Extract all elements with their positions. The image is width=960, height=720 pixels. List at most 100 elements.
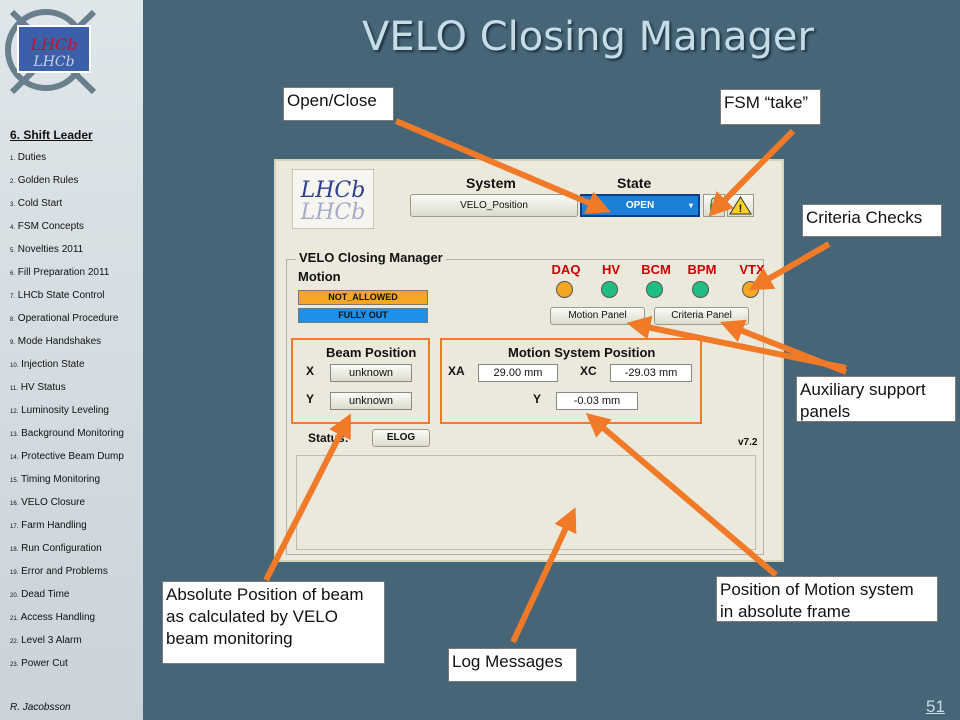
- motion-panel-button[interactable]: Motion Panel: [550, 307, 645, 325]
- callout-aux-line-2: panels: [800, 402, 851, 421]
- log-messages-area[interactable]: [296, 455, 756, 550]
- section-title[interactable]: 6. Shift Leader: [10, 128, 93, 142]
- sidebar-item-label: Golden Rules: [17, 175, 79, 186]
- system-button[interactable]: VELO_Position: [410, 194, 578, 217]
- sidebar-item[interactable]: 8. Operational Procedure: [10, 313, 124, 336]
- beam-position-highlight: [291, 338, 430, 424]
- sidebar-item[interactable]: 3. Cold Start: [10, 198, 124, 221]
- sidebar-item[interactable]: 10. Injection State: [10, 359, 124, 382]
- callout-aux-panels: Auxiliary support panels: [796, 376, 956, 422]
- sidebar-item-label: Farm Handling: [21, 520, 87, 531]
- sidebar-item-label: Protective Beam Dump: [21, 451, 124, 462]
- sidebar-item[interactable]: 23. Power Cut: [10, 658, 124, 681]
- sidebar-item-number: 11.: [10, 386, 18, 392]
- sidebar-item[interactable]: 12. Luminosity Leveling: [10, 405, 124, 428]
- not-allowed-badge: NOT_ALLOWED: [298, 290, 428, 305]
- sidebar-item[interactable]: 14. Protective Beam Dump: [10, 451, 124, 474]
- beam-y-value: unknown: [330, 392, 412, 410]
- indicator-led[interactable]: [742, 281, 759, 298]
- sidebar-item-number: 19.: [10, 570, 19, 576]
- sidebar-item[interactable]: 5. Novelties 2011: [10, 244, 124, 267]
- sidebar-item-number: 20.: [10, 593, 19, 599]
- sidebar-item[interactable]: 11. HV Status: [10, 382, 124, 405]
- sidebar-item[interactable]: 13. Background Monitoring: [10, 428, 124, 451]
- indicator-led[interactable]: [646, 281, 663, 298]
- sidebar-item[interactable]: 7. LHCb State Control: [10, 290, 124, 313]
- sidebar-item-number: 14.: [10, 455, 19, 461]
- sidebar-item[interactable]: 18. Run Configuration: [10, 543, 124, 566]
- sidebar-item[interactable]: 16. VELO Closure: [10, 497, 124, 520]
- sidebar-item-label: Luminosity Leveling: [21, 405, 109, 416]
- sidebar-item[interactable]: 19. Error and Problems: [10, 566, 124, 589]
- indicator-label: BPM: [687, 262, 717, 277]
- sidebar-item[interactable]: 21. Access Handling: [10, 612, 124, 635]
- sidebar-item-number: 5.: [10, 248, 16, 254]
- y-label: Y: [533, 392, 542, 406]
- sidebar-item-label: Level 3 Alarm: [21, 635, 82, 646]
- sidebar-item-number: 21.: [10, 616, 19, 622]
- criteria-panel-button[interactable]: Criteria Panel: [654, 307, 749, 325]
- state-dropdown[interactable]: OPEN ▾: [580, 194, 700, 217]
- page-number[interactable]: 51: [926, 697, 945, 716]
- sidebar-item[interactable]: 2. Golden Rules: [10, 175, 124, 198]
- sidebar-item[interactable]: 20. Dead Time: [10, 589, 124, 612]
- sidebar-item-label: Timing Monitoring: [20, 474, 101, 485]
- indicator-led[interactable]: [692, 281, 709, 298]
- group-title: VELO Closing Manager: [296, 250, 446, 265]
- callout-motion-line-2: in absolute frame: [720, 602, 851, 621]
- sidebar-item-number: 7.: [10, 294, 16, 300]
- sidebar-item-number: 16.: [10, 501, 19, 507]
- callout-beam-line-2: as calculated by VELO: [166, 607, 338, 626]
- sidebar-item-number: 18.: [10, 547, 19, 553]
- logo-text: LHCb: [29, 35, 77, 54]
- sidebar-item[interactable]: 15. Timing Monitoring: [10, 474, 124, 497]
- sidebar-item-number: 1.: [10, 156, 16, 162]
- state-label: State: [617, 175, 652, 191]
- svg-text:!: !: [739, 203, 743, 215]
- callout-aux-line-1: Auxiliary support: [800, 380, 926, 399]
- callout-beam-line-3: beam monitoring: [166, 629, 293, 648]
- sidebar-item[interactable]: 4. FSM Concepts: [10, 221, 124, 244]
- motion-system-highlight: [440, 338, 702, 424]
- sidebar-item-number: 15.: [10, 478, 19, 484]
- sidebar-item[interactable]: 9. Mode Handshakes: [10, 336, 124, 359]
- sidebar-item-label: LHCb State Control: [17, 290, 105, 301]
- callout-log-messages: Log Messages: [448, 648, 577, 682]
- warning-icon[interactable]: !: [727, 194, 754, 217]
- sidebar-item[interactable]: 17. Farm Handling: [10, 520, 124, 543]
- sidebar-item-label: Dead Time: [21, 589, 70, 600]
- sidebar-item[interactable]: 22. Level 3 Alarm: [10, 635, 124, 658]
- indicator-label: DAQ: [551, 262, 581, 277]
- callout-criteria-checks: Criteria Checks: [802, 204, 942, 237]
- sidebar-item-label: Run Configuration: [21, 543, 102, 554]
- beam-x-value: unknown: [330, 364, 412, 382]
- sidebar-item-number: 4.: [10, 225, 16, 231]
- sidebar-item-number: 6.: [10, 271, 16, 277]
- callout-motion-line-1: Position of Motion system: [720, 580, 914, 599]
- fully-out-badge: FULLY OUT: [298, 308, 428, 323]
- callout-motion-position: Position of Motion system in absolute fr…: [716, 576, 938, 622]
- indicator-led[interactable]: [601, 281, 618, 298]
- slide-title: VELO Closing Manager: [362, 14, 814, 60]
- xa-value: 29.00 mm: [478, 364, 558, 382]
- lhcb-logo: LHCb LHCb: [5, 9, 97, 95]
- author: R. Jacobsson: [10, 702, 71, 713]
- chevron-down-icon: ▾: [688, 201, 693, 210]
- sidebar-item-label: Mode Handshakes: [17, 336, 102, 347]
- elog-button[interactable]: ELOG: [372, 429, 430, 447]
- velo-closing-panel: LHCb LHCb System State VELO_Position OPE…: [274, 159, 784, 562]
- panel-logo-reflection: LHCb: [300, 200, 366, 225]
- indicator-led[interactable]: [556, 281, 573, 298]
- sidebar-item-number: 22.: [10, 639, 19, 645]
- status-label: Status:: [308, 431, 349, 445]
- sidebar-item[interactable]: 6. Fill Preparation 2011: [10, 267, 124, 290]
- sidebar-item[interactable]: 1. Duties: [10, 152, 124, 175]
- beam-position-label: Beam Position: [326, 345, 417, 360]
- sidebar-item-number: 10.: [10, 363, 19, 369]
- xc-label: XC: [580, 364, 597, 378]
- sidebar-item-label: Operational Procedure: [17, 313, 119, 324]
- sidebar-item-label: Novelties 2011: [17, 244, 84, 255]
- lock-icon[interactable]: [703, 194, 725, 217]
- panel-logo-text: LHCb: [300, 178, 366, 203]
